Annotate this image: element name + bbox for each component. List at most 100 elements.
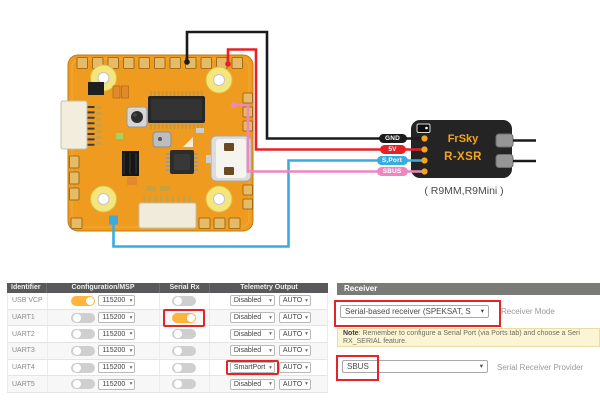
port-row-uart4: UART4 115200▾ SmartPort▾AUTO▾ — [7, 359, 328, 377]
telemetry-select[interactable]: SmartPort▾ — [229, 362, 275, 374]
chevron-down-icon: ▾ — [305, 297, 308, 304]
telemetry-cell: Disabled▾AUTO▾ — [210, 376, 327, 392]
receiver-note: Note: Remember to configure a Serial Por… — [337, 327, 600, 347]
telemetry-select[interactable]: Disabled▾ — [229, 312, 275, 324]
note-text-2: RX_SERIAL feature. — [343, 338, 407, 346]
wiring-diagram — [60, 30, 536, 248]
solder-pads-edges — [69, 92, 253, 229]
sport-wire — [112, 159, 425, 248]
gnd-wire — [185, 30, 425, 140]
header-telemetry-output: Telemetry Output — [240, 284, 298, 291]
receiver-mode-select[interactable]: Serial-based receiver (SPEKSAT, S ▾ — [340, 304, 489, 318]
telemetry-select[interactable]: Disabled▾ — [229, 295, 275, 307]
note-title: Note — [343, 330, 359, 337]
antenna-connector — [495, 154, 514, 168]
telemetry-select[interactable]: Disabled▾ — [229, 378, 275, 390]
telemetry-baud-select[interactable]: AUTO▾ — [278, 362, 311, 374]
highlight-box: SmartPort▾ — [225, 360, 279, 376]
msp-baud-select[interactable]: 115200▾ — [98, 312, 136, 324]
serial-rx-toggle[interactable] — [172, 295, 197, 306]
receiver-pin-dot — [421, 168, 428, 175]
flight-controller-board — [60, 54, 254, 232]
serial-receiver-provider-select[interactable]: SBUS ▾ — [342, 359, 488, 373]
telemetry-cell: Disabled▾AUTO▾ — [210, 326, 327, 342]
serial-rx-toggle[interactable] — [172, 362, 197, 373]
dd-wrap: Disabled▾ — [226, 327, 279, 342]
serial-rx-toggle[interactable] — [172, 312, 197, 323]
telemetry-baud-select[interactable]: AUTO▾ — [278, 295, 311, 307]
ports-table: Identifier Configuration/MSP Serial Rx T… — [7, 283, 328, 394]
configuration-cell: 115200▾ — [48, 309, 161, 326]
configuration-cell: 115200▾ — [48, 343, 161, 359]
chevron-down-icon: ▾ — [269, 347, 272, 354]
telemetry-baud-select[interactable]: AUTO▾ — [278, 312, 311, 324]
chevron-down-icon: ▾ — [269, 364, 272, 371]
port-identifier: UART4 — [8, 359, 48, 376]
chevron-down-icon: ▾ — [129, 347, 133, 354]
configuration-msp-toggle[interactable] — [71, 295, 96, 306]
chevron-down-icon: ▾ — [305, 331, 308, 338]
provider-value: SBUS — [347, 361, 369, 371]
toggle-wrap — [163, 325, 205, 343]
chevron-down-icon: ▾ — [269, 297, 272, 304]
dd-wrap: Disabled▾ — [226, 377, 279, 392]
chevron-down-icon: ▾ — [269, 331, 272, 338]
receiver-mode-value: Serial-based receiver (SPEKSAT, S — [345, 306, 471, 316]
serial-rx-toggle[interactable] — [172, 329, 197, 340]
telemetry-baud-select[interactable]: AUTO▾ — [278, 345, 311, 357]
configuration-msp-toggle[interactable] — [71, 329, 96, 340]
configuration-cell: 115200▾ — [48, 326, 161, 343]
chevron-down-icon: ▾ — [305, 314, 308, 321]
sbus-wire — [234, 103, 425, 173]
header-configuration-msp: Configuration/MSP — [47, 283, 160, 293]
chevron-down-icon: ▾ — [269, 381, 272, 388]
5v-pin-label: 5V — [379, 145, 406, 154]
5v-wire — [226, 48, 425, 151]
chevron-down-icon: ▾ — [129, 314, 133, 321]
dd-wrap: Disabled▾ — [226, 293, 279, 308]
configuration-cell: 115200▾ — [48, 359, 161, 376]
serial-receiver-provider-label: Serial Receiver Provider — [497, 362, 584, 372]
barometer-chip — [152, 131, 172, 148]
receiver-mode-label: Receiver Mode — [501, 307, 555, 316]
chevron-down-icon: ▾ — [129, 381, 133, 388]
chevron-down-icon: ▾ — [129, 297, 133, 304]
jst-connector-bottom — [138, 195, 197, 229]
gyro-chip — [166, 150, 198, 174]
chevron-down-icon: ▾ — [305, 381, 308, 388]
msp-baud-select[interactable]: 115200▾ — [98, 328, 136, 340]
telemetry-baud-select[interactable]: AUTO▾ — [278, 378, 311, 390]
telemetry-select[interactable]: Disabled▾ — [229, 328, 275, 340]
serial-rx-toggle[interactable] — [172, 345, 197, 356]
msp-baud-select[interactable]: 115200▾ — [98, 362, 136, 374]
configuration-msp-toggle[interactable] — [71, 362, 96, 373]
telemetry-baud-select[interactable]: AUTO▾ — [278, 328, 311, 340]
serial-rx-toggle[interactable] — [172, 379, 197, 390]
sport-pin-label: S,Port — [376, 156, 408, 165]
telemetry-select[interactable]: Disabled▾ — [229, 345, 275, 357]
toggle-wrap — [163, 292, 205, 310]
configuration-msp-toggle[interactable] — [71, 312, 96, 323]
toggle-wrap — [163, 375, 205, 393]
configuration-msp-toggle[interactable] — [71, 345, 96, 356]
chevron-down-icon: ▾ — [305, 364, 308, 371]
configuration-msp-toggle[interactable] — [71, 379, 96, 390]
msp-baud-select[interactable]: 115200▾ — [98, 345, 136, 357]
msp-baud-select[interactable]: 115200▾ — [98, 295, 136, 307]
bind-button — [416, 123, 431, 133]
antenna-connector — [495, 133, 514, 148]
msp-baud-select[interactable]: 115200▾ — [98, 378, 136, 390]
sport-pad-marker — [109, 215, 118, 225]
receiver-pin-dot — [421, 146, 428, 153]
telemetry-cell: SmartPort▾AUTO▾ — [210, 360, 327, 376]
solder-pads-top — [76, 57, 243, 69]
highlight-box — [163, 308, 206, 327]
serial-rx-cell — [160, 375, 210, 393]
dd-wrap: Disabled▾ — [226, 310, 279, 325]
